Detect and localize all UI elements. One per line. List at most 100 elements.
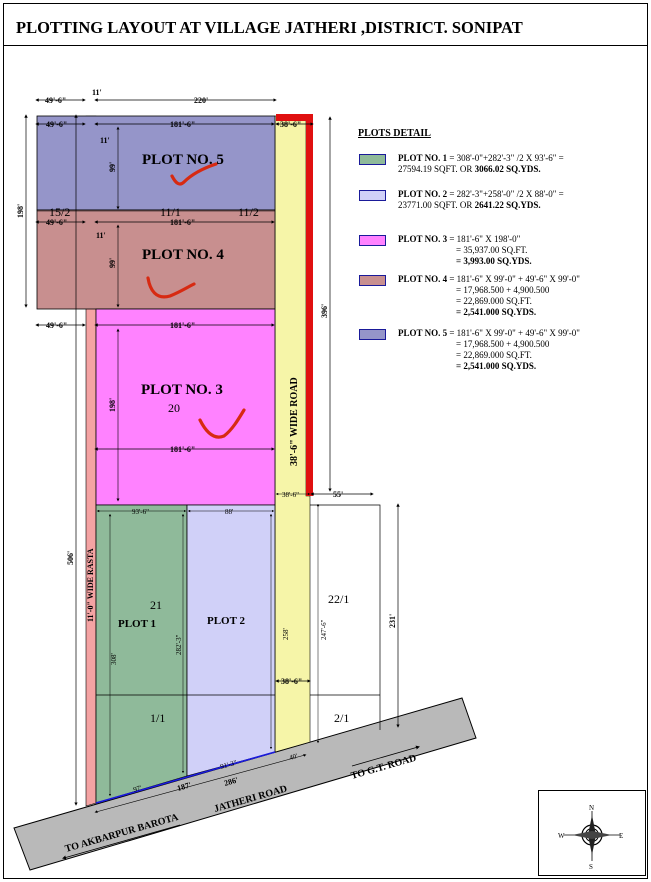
dim-99-p5: 99' [108,162,117,172]
khasra-15-2: 15/2 [49,205,70,219]
plot-5-label: PLOT NO. 5 [142,152,224,168]
dim-308: 308' [110,653,118,665]
dim-220: 220' [194,96,208,105]
dim-396: 396' [320,304,329,318]
khasra-20: 20 [168,401,180,415]
legend-line: = 3,993.00 SQ.YDS. [456,256,532,266]
legend-line: = 308'-0"+282'-3" /2 X 93'-6" = [447,153,564,163]
dim-40: 40' [288,752,298,762]
plots-detail-legend: PLOTS DETAIL PLOT NO. 1 = 308'-0"+282'-3… [358,128,628,372]
dim-38-top: 38'-6" [280,120,301,129]
dim-11-top: 11' [92,88,102,97]
dim-93: 93'-6" [132,508,149,516]
compass-north: N [589,804,594,812]
north-compass: N S E W [538,790,646,876]
dim-198-left: 198' [16,204,25,218]
dim-181-p5: 181'-6" [170,120,195,129]
dim-506: 506' [66,551,75,565]
dim-11-p5: 11' [100,136,110,145]
dim-181-p3-bottom: 181'-6" [170,445,195,454]
legend-label: PLOT NO. 3 [398,234,448,244]
dim-38-mid: 38'-6" [282,491,299,499]
legend-swatch-plot-1 [359,154,386,165]
legend-bold: 2641.22 SQ.YDS. [474,200,541,210]
compass-east: E [619,832,623,840]
rasta-label: 11'-0" WIDE RASTA [86,548,95,622]
legend-line: = 181'-6" X 99'-0" + 49'-6" X 99'-0" [447,328,580,338]
legend-line: = 181'-6" X 198'-0" [447,234,521,244]
compass-south: S [589,863,593,871]
legend-label: PLOT NO. 1 [398,153,448,163]
khasra-11-1: 11/1 [160,205,181,219]
plot-1-label: PLOT 1 [118,618,156,630]
khasra-11-2: 11/2 [238,205,259,219]
dim-97: 97' [132,784,142,794]
dim-282: 282'-3" [175,634,183,655]
legend-label: PLOT NO. 4 [398,274,448,284]
plot-3-label: PLOT NO. 3 [141,382,223,398]
dim-258: 258' [282,628,290,640]
legend-line: = 2,541.000 SQ.YDS. [456,361,537,371]
legend-line: = 17,968.500 + 4,900.500 [456,285,550,295]
tick-mark-plot-4 [146,276,196,299]
gt-road-arrow [351,745,420,767]
dim-49-p5: 49'-6" [46,120,67,129]
legend-title: PLOTS DETAIL [358,128,431,139]
dim-181-p4: 181'-6" [170,218,195,227]
adjacent-land-outline [310,504,381,730]
dim-55: 55' [333,490,343,499]
legend-swatch-plot-5 [359,329,386,340]
dim-231: 231' [388,614,397,628]
legend-line: = 2,541.000 SQ.YDS. [456,307,537,317]
legend-item-plot-1: PLOT NO. 1 = 308'-0"+282'-3" /2 X 93'-6"… [358,153,628,175]
khasra-21: 21 [150,598,162,612]
legend-label: PLOT NO. 2 [398,189,448,199]
dim-49-top: 49'-6" [45,96,66,105]
dim-49-p4: 49'-6" [46,218,67,227]
legend-label: PLOT NO. 5 [398,328,448,338]
akbarpur-arrow [62,824,181,860]
legend-line: = 17,968.500 + 4,900.500 [456,339,550,349]
legend-bold: 3066.02 SQ.YDS. [474,164,541,174]
tick-mark-plot-5 [170,162,218,186]
legend-swatch-plot-4 [359,275,386,286]
drawing-frame [3,3,648,879]
dim-49-p3: 49'-6" [46,321,67,330]
dim-99-p4: 99' [108,258,117,268]
dim-11-p4: 11' [96,231,106,240]
plot-3-area [95,308,276,506]
khasra-2-1: 2/1 [334,711,349,725]
dim-line-286 [94,753,307,814]
legend-item-plot-5: PLOT NO. 5 = 181'-6" X 99'-0" + 49'-6" X… [358,328,628,372]
tick-mark-plot-3 [198,408,246,439]
legend-swatch-plot-2 [359,190,386,201]
dim-286: 286' [223,775,239,788]
legend-line: = 22,869.000 SQ.FT. [456,296,532,306]
legend-item-plot-4: PLOT NO. 4 = 181'-6" X 99'-0" + 49'-6" X… [358,274,628,318]
khasra-1-1: 1/1 [150,711,165,725]
wide-road-label: 38'-6" WIDE ROAD [289,377,300,466]
compass-rose-icon: N S E W [558,804,623,871]
dim-181-p3: 181'-6" [170,321,195,330]
legend-line: = 35,937.00 SQ.FT. [456,245,528,255]
compass-west: W [558,832,565,840]
legend-line: 23771.00 SQFT. OR [398,200,475,210]
plot-4-label: PLOT NO. 4 [142,247,224,263]
legend-line: = 22,869.000 SQ.FT. [456,350,532,360]
legend-line: 27594.19 SQFT. OR [398,164,475,174]
plot-2-area [186,504,276,777]
title-divider [3,45,648,46]
legend-line: = 282'-3"+258'-0" /2 X 88'-0" = [447,189,564,199]
dim-88: 88' [225,508,233,516]
legend-item-plot-2: PLOT NO. 2 = 282'-3"+258'-0" /2 X 88'-0"… [358,189,628,211]
drawing-title: PLOTTING LAYOUT AT VILLAGE JATHERI ,DIST… [16,18,523,37]
khasra-22-1: 22/1 [328,592,349,606]
legend-item-plot-3: PLOT NO. 3 = 181'-6" X 198'-0" = 35,937.… [358,234,628,267]
dim-187: 187' [176,780,192,793]
dim-198-p3: 198' [108,398,117,412]
legend-swatch-plot-3 [359,235,386,246]
dim-38-low: 38'-6" [281,677,302,686]
plot-2-label: PLOT 2 [207,615,246,627]
legend-line: = 181'-6" X 99'-0" + 49'-6" X 99'-0" [447,274,580,284]
